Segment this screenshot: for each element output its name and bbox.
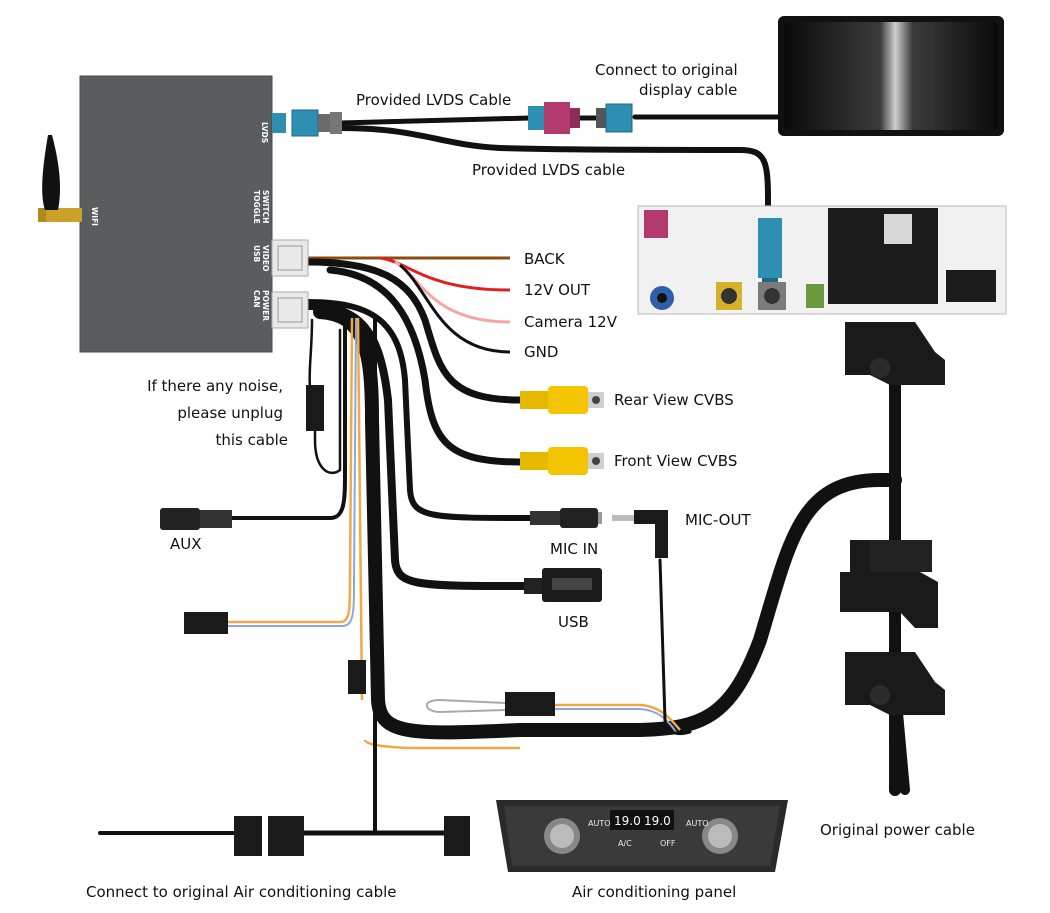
label-gnd: GND xyxy=(524,343,558,361)
panel-temp-left: 19.0 xyxy=(614,814,641,828)
can-power-port xyxy=(271,291,309,329)
port-label-wifi: WIFI xyxy=(90,207,99,226)
mic-out-plug-icon xyxy=(612,510,668,558)
label-provided-lvds-top: Provided LVDS Cable xyxy=(356,91,511,109)
cable-mic-out xyxy=(658,558,692,735)
fakra-connector-icon xyxy=(528,102,580,134)
inline-connector xyxy=(348,660,366,694)
port-label-can-1: CAN xyxy=(252,290,261,308)
wire-blue-left xyxy=(228,317,357,627)
wire-loop-grey xyxy=(425,698,506,714)
label-original-power-cable: Original power cable xyxy=(820,821,975,839)
rca-plug-icon xyxy=(520,386,604,414)
rca-plug-front-icon xyxy=(520,447,604,475)
label-noise-2: please unplug xyxy=(177,404,283,422)
label-front-view-cvbs: Front View CVBS xyxy=(614,452,737,470)
label-12v-out: 12V OUT xyxy=(524,281,591,299)
label-connect-air-conditioning: Connect to original Air conditioning cab… xyxy=(86,883,397,901)
air-conditioning-panel: 19.0 19.0 AUTO AUTO A/C OFF xyxy=(496,800,788,872)
wire-orange-vertical xyxy=(356,317,364,701)
wire-blue-right xyxy=(555,708,677,733)
label-back: BACK xyxy=(524,250,566,268)
antenna-icon xyxy=(38,135,82,222)
head-unit xyxy=(637,205,1007,315)
port-label-can-2: POWER xyxy=(261,290,270,321)
wire-orange-right xyxy=(555,703,681,731)
panel-temp-right: 19.0 xyxy=(644,814,671,828)
port-label-toggle-2: SWITCH xyxy=(261,190,270,223)
power-connector-top xyxy=(845,322,945,385)
cable-front-view xyxy=(326,266,524,466)
panel-off: OFF xyxy=(660,839,676,848)
ac-connector-1 xyxy=(234,816,262,856)
audio-jack-icon xyxy=(530,508,602,528)
ac-connector-2 xyxy=(268,816,304,856)
panel-auto-right: AUTO xyxy=(686,819,709,828)
usb-video-port xyxy=(271,239,309,277)
label-rear-view-cvbs: Rear View CVBS xyxy=(614,391,734,409)
wire-12v-out xyxy=(379,256,511,292)
panel-auto-left: AUTO xyxy=(588,819,611,828)
lvds-cable-bottom xyxy=(337,125,771,218)
noise-filter-connector xyxy=(306,385,324,431)
interface-box xyxy=(80,76,272,352)
port-label-usb-2: VIDEO xyxy=(261,245,270,271)
lvds-connector-box xyxy=(272,109,342,137)
label-usb: USB xyxy=(558,613,589,631)
cable-aux xyxy=(230,316,347,520)
port-label-lvds: LVDS xyxy=(260,122,269,143)
cable-mic-in xyxy=(305,299,533,521)
small-connector-left xyxy=(184,612,228,634)
label-aux: AUX xyxy=(170,535,202,553)
main-harness-cable xyxy=(313,305,902,740)
usb-port-icon xyxy=(524,568,602,602)
label-camera-12v: Camera 12V xyxy=(524,313,618,331)
aux-jack-icon xyxy=(160,508,232,530)
label-provided-lvds-bottom: Provided LVDS cable xyxy=(472,161,625,179)
panel-ac: A/C xyxy=(618,839,632,848)
port-label-usb-1: USB xyxy=(252,245,261,262)
ac-connector-3 xyxy=(444,816,470,856)
display-side-connector xyxy=(596,103,633,133)
power-connector-bottom xyxy=(845,652,945,715)
lvds-cable-top xyxy=(337,115,533,126)
wire-gnd xyxy=(399,263,511,354)
label-noise-3: this cable xyxy=(216,431,289,449)
label-connect-display-2: display cable xyxy=(639,81,737,99)
label-air-conditioning-panel: Air conditioning panel xyxy=(572,883,736,901)
wire-orange-bottom xyxy=(363,739,520,750)
power-connector-middle xyxy=(840,540,938,628)
label-mic-in: MIC IN xyxy=(550,540,598,558)
cable-rear-view xyxy=(304,258,524,404)
small-connector-right xyxy=(505,692,555,716)
wire-orange-left xyxy=(228,317,354,624)
label-mic-out: MIC-OUT xyxy=(685,511,751,529)
port-label-toggle-1: TOGGLE xyxy=(252,190,261,224)
label-connect-display-1: Connect to original xyxy=(595,61,738,79)
label-noise-1: If there any noise, xyxy=(147,377,283,395)
